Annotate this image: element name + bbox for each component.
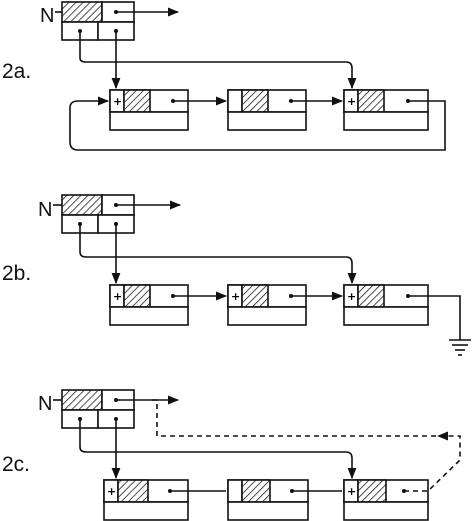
node-sign-mark: + xyxy=(347,95,356,108)
header-hatched-cell-2b xyxy=(61,194,103,216)
node-sign-mark: + xyxy=(347,485,356,498)
last-pointer-arrow-2a xyxy=(79,31,357,90)
node-hatched-cell xyxy=(123,284,151,308)
list-node-2b-1: + xyxy=(109,284,189,326)
node-data-cell xyxy=(109,306,189,326)
node-data-cell xyxy=(343,501,429,521)
node-hatched-cell xyxy=(123,89,151,113)
node-sign-mark: + xyxy=(107,485,116,498)
node-data-cell xyxy=(227,501,309,521)
node-data-cell xyxy=(343,111,429,131)
node-sign-mark: + xyxy=(113,290,122,303)
header-node-2a: N xyxy=(40,1,180,41)
node-sign-cell xyxy=(227,479,243,503)
list-node-2c-3: + xyxy=(343,479,429,521)
node-sign-mark: + xyxy=(231,290,240,303)
node-sign-cell xyxy=(227,89,243,113)
header-label-2b: N xyxy=(38,199,52,221)
list-node-2a-3: + xyxy=(343,89,429,131)
node-hatched-cell xyxy=(357,284,385,308)
diagram-2b: 2b. N + + xyxy=(2,194,471,356)
last-pointer-arrow-2b xyxy=(79,224,357,285)
list-node-2c-2 xyxy=(227,479,309,521)
node-sign-mark: + xyxy=(113,95,122,108)
diagram-label-2c: 2c. xyxy=(2,453,30,476)
header-hatched-cell-2c xyxy=(61,389,103,411)
header-node-2b: N xyxy=(38,194,182,234)
node-hatched-cell xyxy=(357,89,385,113)
list-node-2a-2 xyxy=(227,89,307,131)
diagram-label-2b: 2b. xyxy=(2,262,31,285)
list-node-2c-1: + xyxy=(103,479,189,521)
ground-link-2b xyxy=(408,295,461,340)
diagram-2c: 2c. N + xyxy=(2,389,461,521)
circular-link-2a xyxy=(69,96,446,151)
node-data-cell xyxy=(227,306,307,326)
header-label-2a: N xyxy=(40,5,54,27)
header-label-2c: N xyxy=(38,393,52,415)
node-data-cell xyxy=(227,111,307,131)
header-hatched-cell-2a xyxy=(61,1,103,23)
node-data-cell xyxy=(109,111,189,131)
diagram-2a: 2a. N + xyxy=(2,1,446,151)
list-node-2b-2: + xyxy=(227,284,307,326)
dashed-header-link-2c xyxy=(152,399,436,437)
list-node-2a-1: + xyxy=(109,89,189,131)
node-hatched-cell xyxy=(241,89,269,113)
diagram-label-2a: 2a. xyxy=(2,60,31,83)
ground-icon xyxy=(449,339,471,356)
list-node-2b-3: + xyxy=(343,284,429,326)
node-data-cell xyxy=(343,306,429,326)
node-hatched-cell xyxy=(117,479,149,503)
node-hatched-cell xyxy=(241,284,269,308)
node-data-cell xyxy=(103,501,189,521)
node-hatched-cell xyxy=(357,479,387,503)
last-pointer-arrow-2c xyxy=(79,419,357,480)
dashed-return-link-2c xyxy=(404,431,461,492)
node-sign-mark: + xyxy=(347,290,356,303)
node-hatched-cell xyxy=(241,479,271,503)
